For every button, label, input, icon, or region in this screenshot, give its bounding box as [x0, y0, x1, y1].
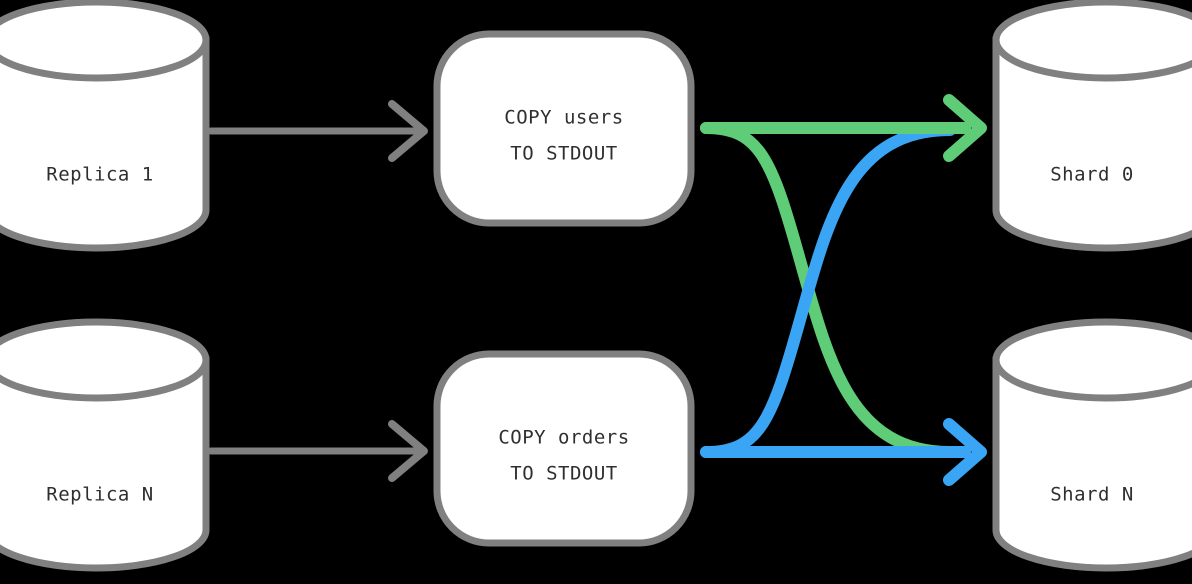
flow-users-to-shard-n [700, 122, 956, 458]
copy-orders-line-1: COPY orders [498, 427, 629, 449]
flow-orders-to-shard-0 [700, 124, 956, 458]
node-shard-0[interactable]: Shard 0 [992, 0, 1192, 252]
copy-orders-box [433, 350, 695, 547]
flow-users-to-shard-0 [700, 94, 987, 162]
shard-n-cylinder-body [992, 356, 1192, 572]
flow-orders-to-shard-n [700, 418, 987, 486]
node-replica-1[interactable]: Replica 1 [0, 0, 210, 252]
copy-users-line-1: COPY users [504, 107, 623, 129]
replica-n-cylinder-top [0, 318, 210, 402]
copy-users-box [433, 30, 695, 227]
arrow-replica-n-to-copy-orders [207, 420, 428, 482]
node-copy-orders[interactable]: COPY orders TO STDOUT [433, 350, 695, 547]
copy-users-line-2: TO STDOUT [510, 143, 617, 165]
shard-0-cylinder-body [992, 36, 1192, 252]
feed-arrow-bottom-head [388, 420, 428, 482]
node-shard-n[interactable]: Shard N [992, 318, 1192, 572]
flow-orders-to-shard-n-head [943, 418, 987, 486]
shard-n-label: Shard N [1050, 484, 1134, 506]
flow-users-to-shard-0-head [943, 94, 987, 162]
shard-n-cylinder-top [992, 318, 1192, 402]
arrow-replica-1-to-copy-users [207, 100, 428, 162]
replica-1-cylinder-body [0, 36, 210, 252]
shard-0-cylinder-top [992, 0, 1192, 82]
replica-n-cylinder-body [0, 356, 210, 572]
replica-n-label: Replica N [46, 484, 153, 506]
shard-0-label: Shard 0 [1050, 164, 1134, 186]
feed-arrow-top-head [388, 100, 428, 162]
replica-1-label: Replica 1 [46, 164, 153, 186]
copy-orders-line-2: TO STDOUT [510, 463, 617, 485]
replica-1-cylinder-top [0, 0, 210, 82]
node-replica-n[interactable]: Replica N [0, 318, 210, 572]
node-copy-users[interactable]: COPY users TO STDOUT [433, 30, 695, 227]
